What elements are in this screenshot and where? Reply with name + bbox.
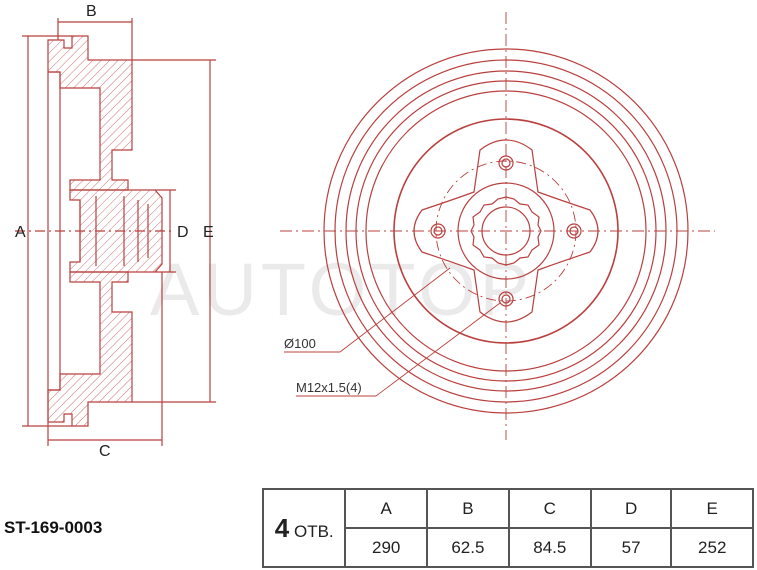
header-e: E xyxy=(670,488,754,529)
side-section-view xyxy=(15,18,216,446)
header-c: C xyxy=(507,488,592,529)
drum-shell-bottom xyxy=(47,271,133,427)
dim-label-c: C xyxy=(99,443,111,460)
pcd-label: Ø100 xyxy=(284,336,316,351)
value-a: 290 xyxy=(344,527,428,568)
holes-count: 4 xyxy=(274,512,290,543)
table-header-row: 4 ОТВ. A B C D E xyxy=(261,488,754,568)
value-b: 62.5 xyxy=(425,527,510,568)
value-c: 84.5 xyxy=(507,527,592,568)
holes-cell: 4 ОТВ. xyxy=(261,488,347,568)
value-e: 252 xyxy=(670,527,754,568)
part-number: ST-169-0003 xyxy=(4,518,103,537)
holes-unit: ОТВ. xyxy=(293,521,334,541)
dim-label-d: D xyxy=(177,224,189,241)
header-a: A xyxy=(344,488,428,529)
dimension-table: 4 ОТВ. A B C D E 290 62.5 84.5 57 252 xyxy=(261,488,754,568)
header-d: D xyxy=(589,488,673,529)
dim-label-e: E xyxy=(203,224,214,241)
hub-flange xyxy=(413,139,599,323)
value-d: 57 xyxy=(589,527,673,568)
thread-label: M12x1.5(4) xyxy=(296,380,362,395)
drum-shell-top xyxy=(47,35,133,191)
header-b: B xyxy=(425,488,510,529)
dim-label-b: B xyxy=(86,3,97,20)
dim-label-a: A xyxy=(15,224,26,241)
watermark: AUTOTOP xyxy=(150,248,533,331)
table-value-row: 290 62.5 84.5 57 252 xyxy=(263,527,754,568)
front-view xyxy=(280,12,715,440)
